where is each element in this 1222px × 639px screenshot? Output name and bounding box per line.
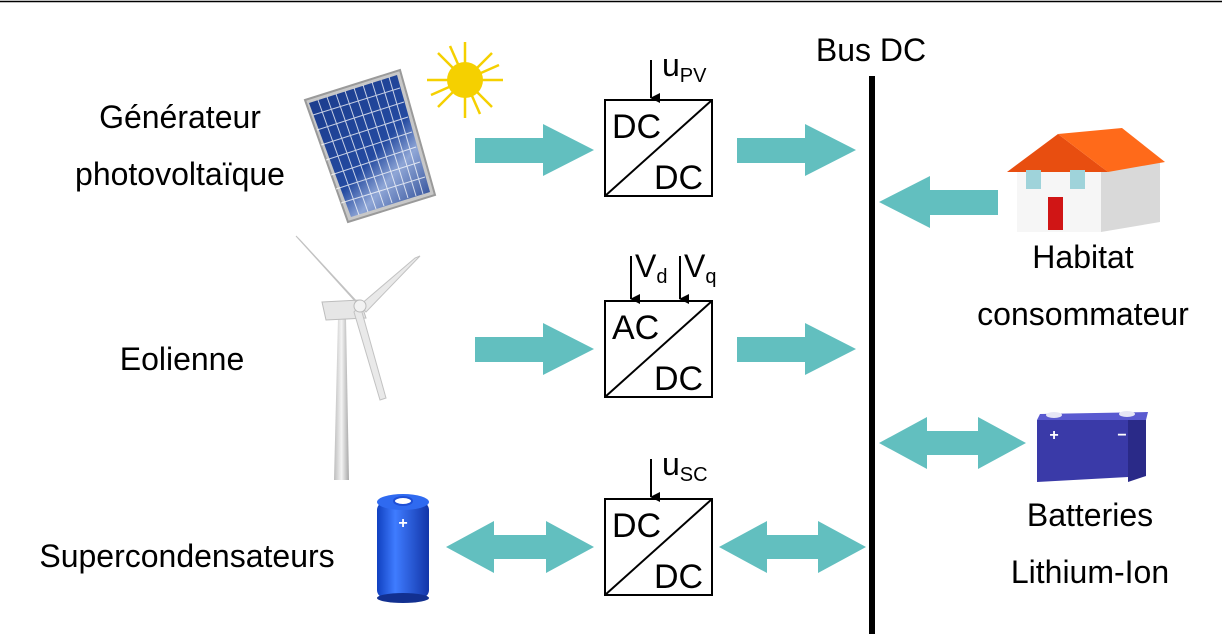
pv-control-label: uPV [662,47,707,87]
wind-turbine-icon [295,235,421,480]
home-label-line1: Habitat [1032,239,1134,275]
sc-converter-bus-double-arrow [719,521,866,573]
supercap-label: Supercondensateurs [39,538,334,574]
wind-converter-input-type: AC [612,309,659,347]
vq-control-label: Vq [684,248,716,288]
pv-converter-output-type: DC [654,159,703,197]
pv-dcdc-converter: DC DC [604,99,713,197]
battery-minus-sign: − [1117,427,1126,444]
sc-dcdc-converter: DC DC [604,498,713,596]
battery-label-line2: Lithium-Ion [1011,554,1169,590]
wind-converter-output-type: DC [654,360,703,398]
bus-label: Bus DC [816,32,926,68]
pv-label-line1: Générateur [99,99,261,135]
wind-to-converter-arrow [475,323,594,375]
sc-converter-input-type: DC [612,507,661,545]
supercapacitor-icon: + [377,494,429,603]
battery-plus-sign: + [1049,427,1058,444]
wind-converter-to-bus-arrow [737,323,856,375]
bus-to-home-arrow [879,176,998,228]
wind-acdc-converter: AC DC [604,300,713,398]
pv-converter-to-bus-arrow [737,124,856,176]
supercap-converter-double-arrow [446,521,594,573]
pv-to-converter-arrow [475,124,594,176]
pv-converter-input-type: DC [612,108,661,146]
battery-label-line1: Batteries [1027,497,1153,533]
sun-icon [427,42,503,118]
house-icon [1007,128,1165,232]
battery-icon: + − [1037,411,1148,482]
sc-converter-output-type: DC [654,558,703,596]
bus-battery-double-arrow [879,417,1026,469]
home-label-line2: consommateur [977,296,1189,332]
pv-label-line2: photovoltaïque [75,156,285,192]
solar-panel-icon [303,68,437,224]
sc-control-label: uSC [662,446,708,486]
wind-label: Eolienne [120,341,245,377]
svg-text:+: + [398,515,407,532]
vd-control-label: Vd [635,248,667,288]
